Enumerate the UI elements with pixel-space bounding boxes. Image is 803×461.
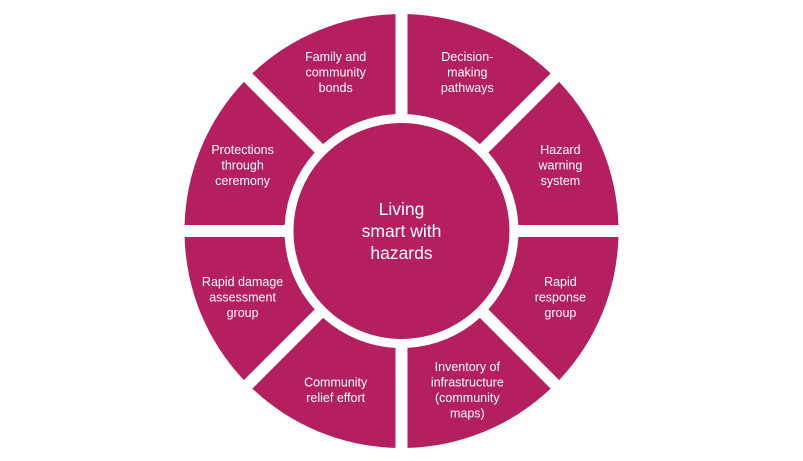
segment-inventory-of-infrastructure	[407, 317, 551, 448]
segment-decision-making-pathways	[407, 14, 551, 145]
segment-community-relief-effort	[252, 317, 396, 448]
segment-protections-through-ceremony	[184, 81, 315, 226]
segment-hazard-warning-system	[488, 81, 619, 226]
segment-family-and-community-bonds	[252, 14, 396, 145]
segment-rapid-damage-assessment-group	[184, 236, 315, 381]
center-circle	[293, 123, 510, 339]
segment-rapid-response-group	[488, 236, 619, 381]
